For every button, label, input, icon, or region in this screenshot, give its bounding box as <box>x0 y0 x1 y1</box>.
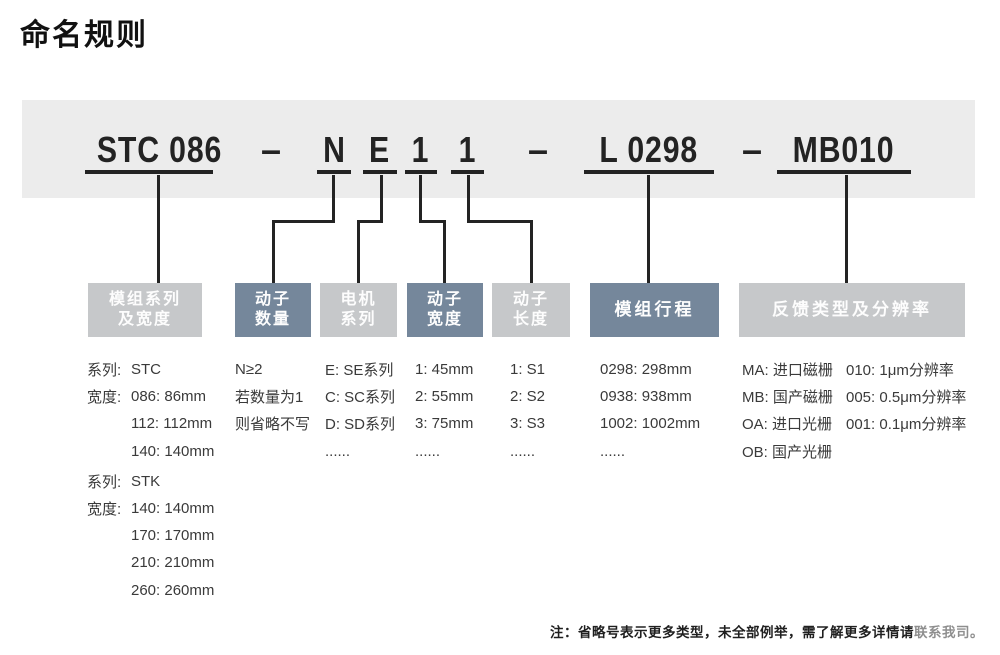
list-item: 170: 170mm <box>131 527 215 545</box>
list-item: D: SD系列 <box>325 416 396 434</box>
list-item: OB: 国产光栅 <box>742 443 833 461</box>
list-item: ...... <box>510 442 536 460</box>
code-band <box>22 100 975 198</box>
code-dash-1: – <box>260 129 282 170</box>
column-mover-length: 1: S1 2: S2 3: S3 ...... <box>510 356 545 465</box>
list-item: MA: 进口磁栅 <box>742 362 833 380</box>
column-series-width: 系列:STC 宽度:086: 86mm 112: 112mm 140: 140m… <box>87 356 214 604</box>
list-item: 140: 140mm <box>131 442 215 460</box>
list-item: 010: 1μm分辨率 <box>846 362 954 380</box>
column-feedback-resolution: 010: 1μm分辨率 005: 0.5μm分辨率 001: 0.1μm分辨率 <box>846 356 966 438</box>
connector-mover-width-v1 <box>419 175 422 223</box>
code-segment-module-stroke: L 0298 <box>584 130 714 174</box>
list-item: ...... <box>325 442 351 460</box>
column-mover-width: 1: 45mm 2: 55mm 3: 75mm ...... <box>415 356 473 465</box>
column-module-stroke: 0298: 298mm 0938: 938mm 1002: 1002mm ...… <box>600 356 700 465</box>
list-item: C: SC系列 <box>325 389 396 407</box>
connector-mover-length-h <box>467 220 533 223</box>
connector-motor-series-h <box>357 220 383 223</box>
list-item: 1: 45mm <box>415 361 474 379</box>
column-feedback-type: MA: 进口磁栅 MB: 国产磁栅 OA: 进口光栅 OB: 国产光栅 <box>742 356 833 465</box>
code-dash-2: – <box>527 129 549 170</box>
connector-mover-length-v2 <box>530 220 533 283</box>
list-item: MB: 国产磁栅 <box>742 389 833 407</box>
connector-mover-count-v2 <box>272 220 275 283</box>
connector-feedback <box>845 175 848 283</box>
connector-mover-width-h <box>419 220 446 223</box>
category-box-module-stroke: 模组行程 <box>590 283 719 337</box>
list-item: 0298: 298mm <box>600 361 692 379</box>
category-box-module-series-width: 模组系列及宽度 <box>88 283 202 337</box>
code-segment-motor-series: E <box>363 130 397 174</box>
category-box-mover-length: 动子长度 <box>492 283 570 337</box>
list-item: 若数量为1 <box>235 389 304 407</box>
code-segment-series-width: STC 086 <box>85 130 221 174</box>
list-item: 001: 0.1μm分辨率 <box>846 416 967 434</box>
category-box-feedback: 反馈类型及分辨率 <box>739 283 965 337</box>
code-segment-mover-width: 1 <box>405 130 437 174</box>
list-item: 3: 75mm <box>415 415 474 433</box>
connector-mover-width-v2 <box>443 220 446 283</box>
list-item: 0938: 938mm <box>600 388 692 406</box>
list-item: 005: 0.5μm分辨率 <box>846 389 967 407</box>
list-item: 112: 112mm <box>131 415 213 433</box>
list-item: 则省略不写 <box>235 416 311 434</box>
connector-module-stroke <box>647 175 650 283</box>
list-item: 1: S1 <box>510 361 546 379</box>
footnote: 注：省略号表示更多类型，未全部例举，需了解更多详情请联系我司。 <box>550 625 984 640</box>
list-item: E: SE系列 <box>325 362 394 380</box>
list-item: 系列:STC <box>87 361 161 380</box>
category-box-mover-count: 动子数量 <box>235 283 311 337</box>
list-item: 2: S2 <box>510 388 546 406</box>
list-item: 2: 55mm <box>415 388 474 406</box>
list-item: N≥2 <box>235 361 263 379</box>
list-item: 1002: 1002mm <box>600 415 701 433</box>
column-mover-count: N≥2 若数量为1 则省略不写 <box>235 356 310 438</box>
list-item: ...... <box>600 442 626 460</box>
category-box-mover-width: 动子宽度 <box>407 283 483 337</box>
code-segment-mover-count: N <box>317 130 351 174</box>
list-item: ...... <box>415 442 441 460</box>
list-item: 系列:STK <box>87 472 161 491</box>
list-item: 宽度:140: 140mm <box>87 500 215 519</box>
list-item: 210: 210mm <box>131 554 215 572</box>
list-item: 宽度:086: 86mm <box>87 388 207 407</box>
list-item: 260: 260mm <box>131 581 215 599</box>
code-dash-3: – <box>741 129 763 170</box>
code-segment-mover-length: 1 <box>451 130 484 174</box>
connector-mover-length-v1 <box>467 175 470 223</box>
category-box-motor-series: 电机系列 <box>320 283 397 337</box>
connector-motor-series-v2 <box>357 220 360 283</box>
column-motor-series: E: SE系列 C: SC系列 D: SD系列 ...... <box>325 356 395 465</box>
page-title: 命名规则 <box>20 19 148 52</box>
list-item: OA: 进口光栅 <box>742 416 833 434</box>
connector-series-width <box>157 175 160 283</box>
code-segment-feedback: MB010 <box>777 130 911 174</box>
connector-motor-series-v1 <box>380 175 383 223</box>
connector-mover-count-v1 <box>332 175 335 223</box>
connector-mover-count-h <box>272 220 335 223</box>
list-item: 3: S3 <box>510 415 546 433</box>
